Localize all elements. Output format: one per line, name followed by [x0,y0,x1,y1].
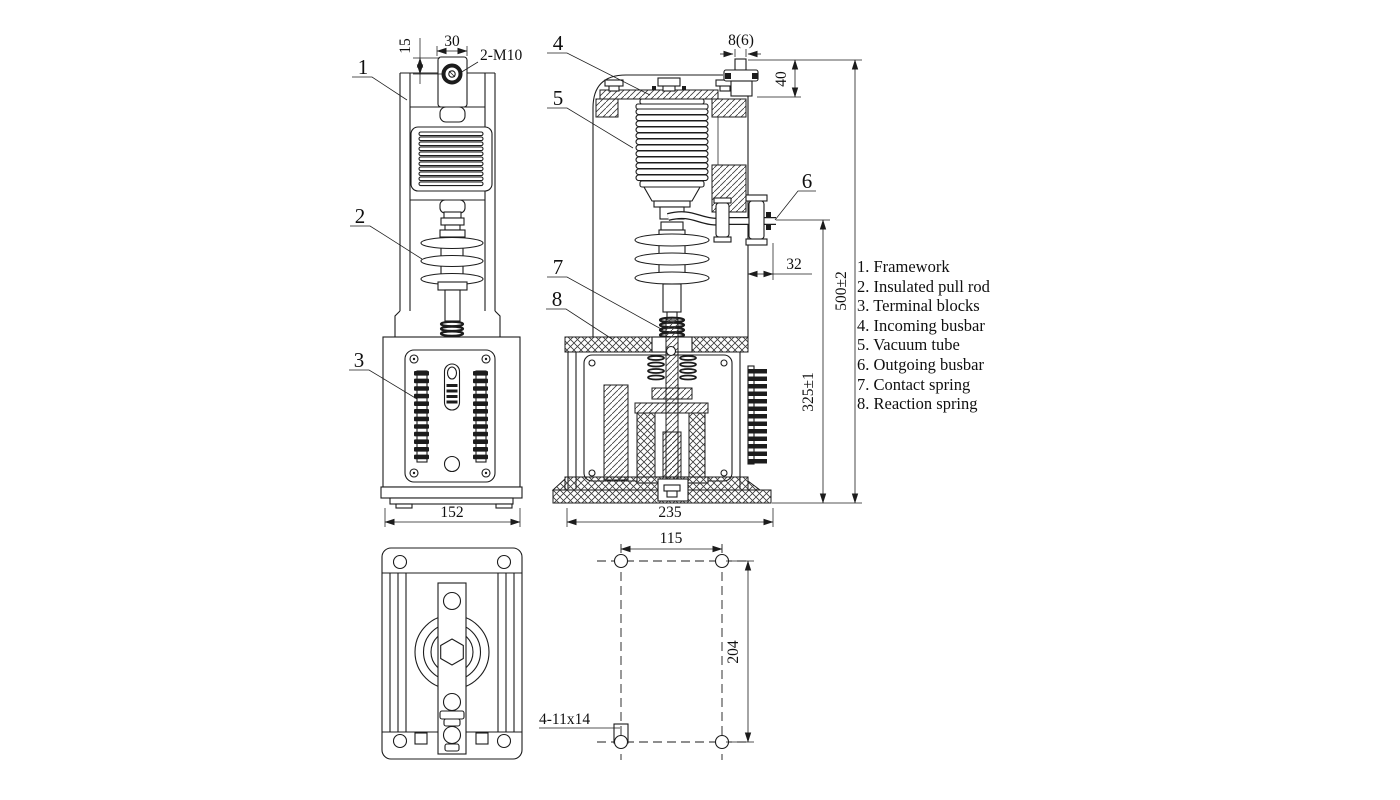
dim-15: 15 [397,38,414,54]
dim-40: 40 [773,71,790,87]
pull-shaft [665,317,679,491]
corner-hole [392,733,408,749]
legend-item: 1. Framework [857,257,950,276]
dim-500: 500±2 [833,271,850,311]
parts-legend: 1. Framework 2. Insulated pull rod 3. Te… [857,257,990,414]
legend-item: 8. Reaction spring [857,394,978,414]
corner-hole [392,554,408,570]
dim-204: 204 [725,640,742,664]
callout-2: 2 [355,204,366,228]
insulator-front [420,236,484,322]
m10-bolt [441,63,463,85]
callout-1: 1 [358,55,369,79]
left-component [603,384,629,481]
dim-325: 325±1 [800,372,817,412]
tube-ribs-front [418,131,484,187]
legend-item: 6. Outgoing busbar [857,354,984,374]
vacuum-tube [635,98,709,220]
bottom-view [381,547,523,760]
legend-item: 5. Vacuum tube [857,335,960,355]
panel-hole [443,455,461,473]
hex-nut [440,638,464,666]
terminal-panel [404,349,496,483]
dim-2m10: 2-M10 [480,47,522,64]
corner-hole [496,554,512,570]
aux-terminal-fins [747,365,767,465]
dim-152: 152 [440,504,463,521]
legend-item: 4. Incoming busbar [857,315,985,335]
mount-hole [613,734,629,750]
legend-item: 3. Terminal blocks [857,296,980,316]
incoming-terminal [723,58,759,97]
busbar-studs [604,77,735,92]
mounting-pattern: 115 204 4-11x14 [539,530,754,760]
strap [437,582,467,755]
terminal-strip-right [473,370,488,463]
callout-7: 7 [553,255,564,279]
dim-235: 235 [658,504,682,521]
dim-8-6: 8(6) [728,32,754,49]
center-slot [443,363,461,411]
callout-4: 4 [553,31,564,55]
legend-item: 2. Insulated pull rod [857,276,990,296]
mount-hole [613,553,629,569]
spring-front [439,320,465,337]
shaft-pivot [665,345,677,357]
callout-6: 6 [802,169,813,193]
reaction-springs [647,355,697,381]
terminal-strip-left [414,370,429,463]
section-base [551,476,772,504]
dim-115: 115 [660,530,683,547]
dim-32: 32 [786,256,802,273]
panel-screws [409,354,491,478]
callout-8: 8 [552,287,563,311]
pull-rod-nuts [439,211,466,238]
corner-hole [496,733,512,749]
callout-3: 3 [354,348,365,372]
legend-item: 7. Contact spring [857,374,971,394]
insulator-section [634,221,710,321]
dim-slot: 4-11x14 [539,711,590,728]
outgoing-busbar [666,194,776,246]
section-view: 8(6) 40 32 500±2 325±1 235 4 5 6 7 8 [546,31,862,527]
front-view: 30 15 2-M10 152 1 2 3 [349,33,523,527]
front-base [380,486,523,509]
dim-30: 30 [444,33,460,50]
callout-5: 5 [553,86,564,110]
